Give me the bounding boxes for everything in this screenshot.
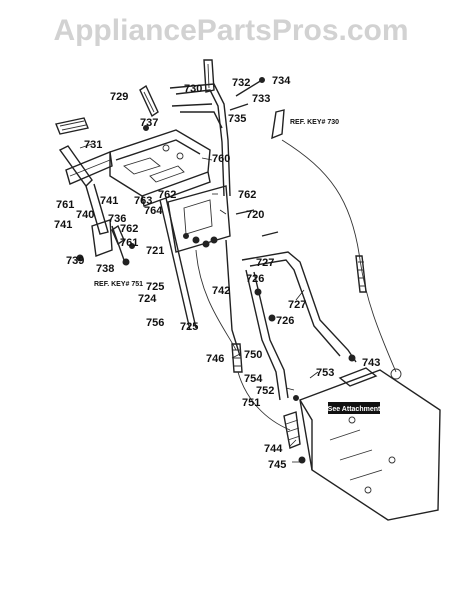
left-handle-grip (55, 117, 89, 135)
leader-lines (79, 143, 319, 463)
ref-key-730: REF. KEY# 730 (290, 119, 339, 126)
see-attachment-callout: See Attachment (328, 402, 381, 414)
part-label-732: 732 (232, 77, 250, 89)
part-label-727-a: 727 (256, 257, 274, 269)
part-label-725-a: 725 (146, 281, 164, 293)
part-label-730: 730 (184, 83, 202, 95)
part-label-720: 720 (246, 209, 264, 221)
shift-lever (58, 145, 109, 235)
part-label-750: 750 (244, 349, 262, 361)
ref-key-751: REF. KEY# 751 (94, 281, 143, 288)
center-bracket (159, 185, 241, 357)
part-label-762-a: 762 (158, 189, 176, 201)
bottom-spring (283, 395, 306, 464)
part-label-725-b: 725 (180, 321, 198, 333)
part-label-742: 742 (212, 285, 230, 297)
part-label-761-a: 761 (56, 199, 74, 211)
upper-handle-frame (169, 83, 231, 197)
callout-text: See Attachment (328, 406, 381, 413)
part-label-734: 734 (272, 75, 291, 87)
part-label-740: 740 (76, 209, 94, 221)
part-label-756: 756 (146, 317, 164, 329)
part-label-726-a: 726 (246, 273, 264, 285)
part-label-760: 760 (212, 153, 230, 165)
upper-handle-grips (139, 59, 285, 140)
watermark: AppliancePartsPros.com (53, 14, 409, 47)
part-label-746: 746 (206, 353, 224, 365)
part-label-752: 752 (256, 385, 274, 397)
part-label-731: 731 (84, 139, 102, 151)
part-label-762-c: 762 (120, 223, 138, 235)
part-label-727-b: 727 (288, 299, 306, 311)
part-label-741-a: 741 (100, 195, 118, 207)
part-label-753: 753 (316, 367, 334, 379)
part-label-733: 733 (252, 93, 270, 105)
part-label-764: 764 (144, 205, 163, 217)
part-label-754: 754 (244, 373, 263, 385)
part-label-721: 721 (146, 245, 164, 257)
part-label-738: 738 (96, 263, 114, 275)
part-label-735: 735 (228, 113, 246, 125)
part-label-743: 743 (362, 357, 380, 369)
top-rods (143, 77, 279, 237)
part-label-751: 751 (242, 397, 260, 409)
part-label-724: 724 (138, 293, 157, 305)
control-panel (65, 129, 211, 207)
part-label-744: 744 (264, 443, 283, 455)
part-label-763: 763 (134, 195, 152, 207)
lower-cable (195, 249, 291, 431)
part-label-739: 739 (66, 255, 84, 267)
part-label-762-b: 762 (238, 189, 256, 201)
part-label-741-b: 741 (54, 219, 72, 231)
lower-handle (241, 251, 357, 401)
part-label-729: 729 (110, 91, 128, 103)
control-cable (281, 139, 402, 380)
part-label-726-b: 726 (276, 315, 294, 327)
part-label-736: 736 (108, 213, 126, 225)
mount-plate (299, 367, 441, 521)
left-hardware (76, 219, 135, 266)
part-label-761-b: 761 (120, 237, 138, 249)
part-label-737: 737 (140, 117, 158, 129)
part-label-745: 745 (268, 459, 286, 471)
